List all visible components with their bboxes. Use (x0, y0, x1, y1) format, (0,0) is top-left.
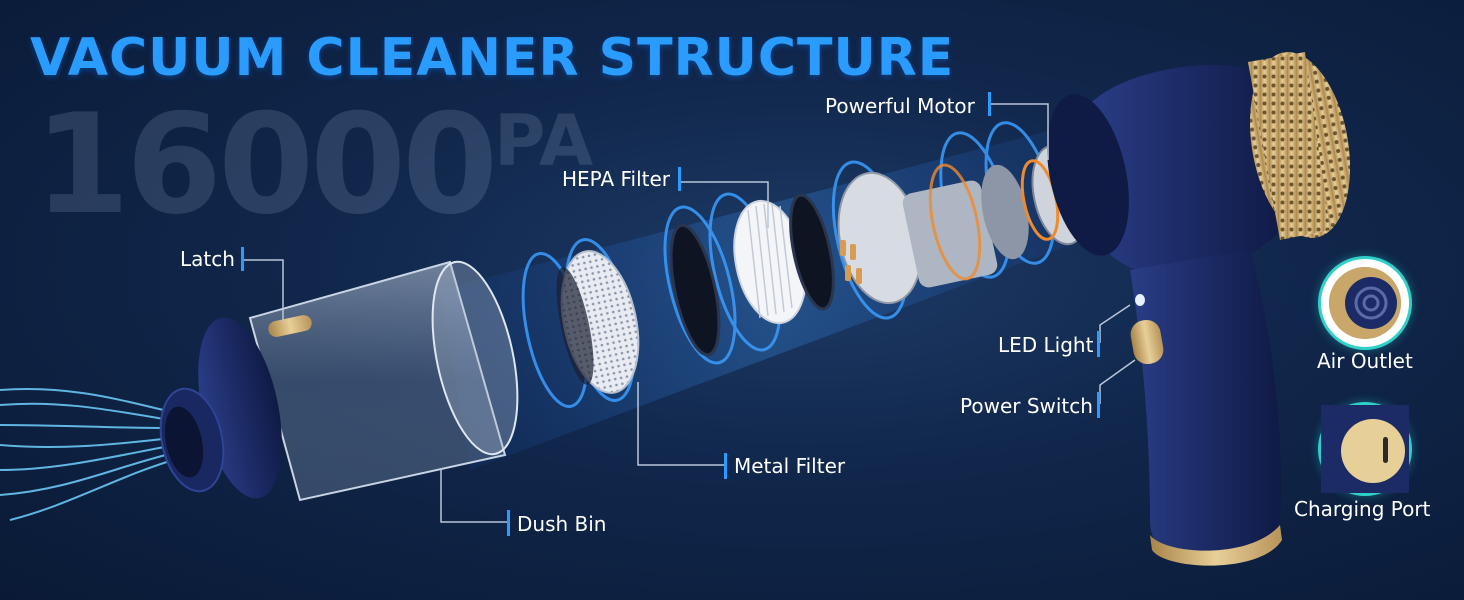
suction-power-watermark: 16000PA (34, 96, 593, 234)
air-outlet-icon (1329, 267, 1401, 339)
callout-tick (507, 510, 510, 536)
suction-power-unit: PA (494, 100, 594, 182)
callout-metal-filter: Metal Filter (734, 454, 846, 478)
charging-port-icon (1321, 405, 1409, 493)
callout-tick (988, 92, 991, 116)
callout-tick (241, 247, 244, 271)
charging-port-caption: Charging Port (1294, 497, 1431, 521)
callout-led-light: LED Light (998, 333, 1094, 357)
air-outlet-caption: Air Outlet (1317, 349, 1413, 373)
callout-tick (1097, 331, 1100, 357)
dust-bin-body (248, 260, 519, 502)
suction-power-value: 16000 (34, 84, 498, 245)
seal-ring (669, 223, 721, 357)
callout-hepa-filter: HEPA Filter (562, 167, 671, 191)
latch-button (268, 315, 312, 337)
airflow-streaks (0, 388, 181, 521)
callout-power-switch: Power Switch (960, 394, 1093, 418)
motor-part (837, 144, 1089, 305)
callout-latch: Latch (180, 247, 235, 271)
air-outlet-detail (1318, 256, 1412, 350)
hepa-filter-part (733, 193, 835, 325)
callout-powerful-motor: Powerful Motor (825, 94, 975, 118)
charging-port-detail (1318, 402, 1412, 496)
nozzle (159, 317, 282, 499)
main-body (1047, 52, 1351, 566)
callout-dust-bin: Dush Bin (517, 512, 607, 536)
callout-tick (1097, 392, 1100, 418)
callout-tick (678, 167, 681, 191)
metal-filter-part (556, 250, 640, 394)
page-title: VACUUM CLEANER STRUCTURE (30, 28, 955, 88)
callout-tick (724, 453, 727, 479)
